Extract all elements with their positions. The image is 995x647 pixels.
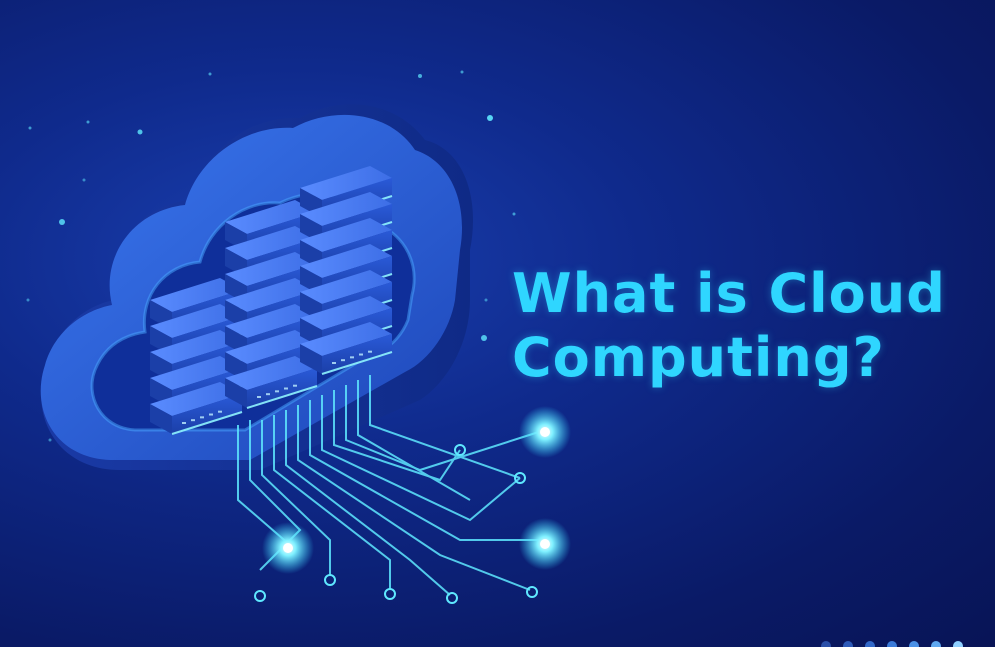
server-unit — [150, 382, 243, 435]
decor-dots — [821, 641, 963, 647]
headline-line-1: What is Cloud — [512, 262, 946, 325]
circuit-nodes — [254, 444, 538, 604]
server-unit — [300, 322, 393, 375]
headline: What is Cloud Computing? — [512, 262, 982, 390]
glow-nodes — [262, 406, 571, 574]
server-unit — [225, 356, 318, 409]
server-racks — [150, 166, 393, 435]
headline-line-2: Computing? — [512, 326, 885, 389]
